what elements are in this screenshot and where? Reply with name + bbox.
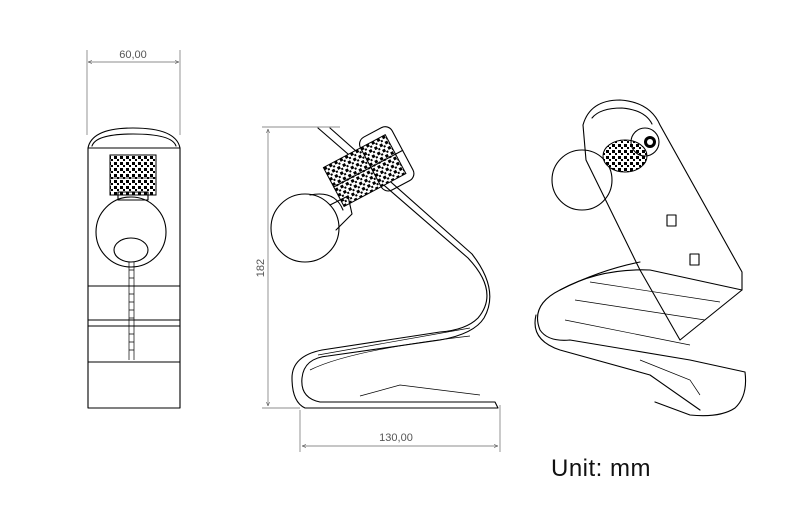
front-body-outline	[87, 147, 181, 409]
iso-slot	[666, 214, 677, 227]
top-plate-outline	[87, 127, 181, 149]
front-width-label: 60,00	[119, 49, 147, 61]
socket-thread	[109, 154, 157, 196]
isometric-view	[534, 99, 747, 417]
cord	[129, 269, 134, 351]
front-width-dimension: 60,00	[86, 49, 181, 135]
side-base-label: 130,00	[379, 432, 413, 444]
iso-upright-plate	[582, 99, 743, 291]
side-base-dimension: 130,00	[299, 405, 501, 452]
side-socket	[322, 126, 415, 208]
side-height-dimension: 182	[255, 126, 340, 409]
side-height-label: 182	[255, 259, 267, 277]
unit-label: Unit: mm	[551, 455, 651, 482]
front-view: 60,00	[86, 49, 181, 409]
side-view: 182 130,00	[255, 126, 501, 452]
iso-slot	[689, 253, 700, 266]
bulb	[95, 196, 167, 268]
side-plate-outline	[291, 127, 499, 409]
iso-socket	[602, 127, 660, 173]
iso-bulb	[551, 149, 613, 211]
side-bulb	[270, 193, 340, 263]
